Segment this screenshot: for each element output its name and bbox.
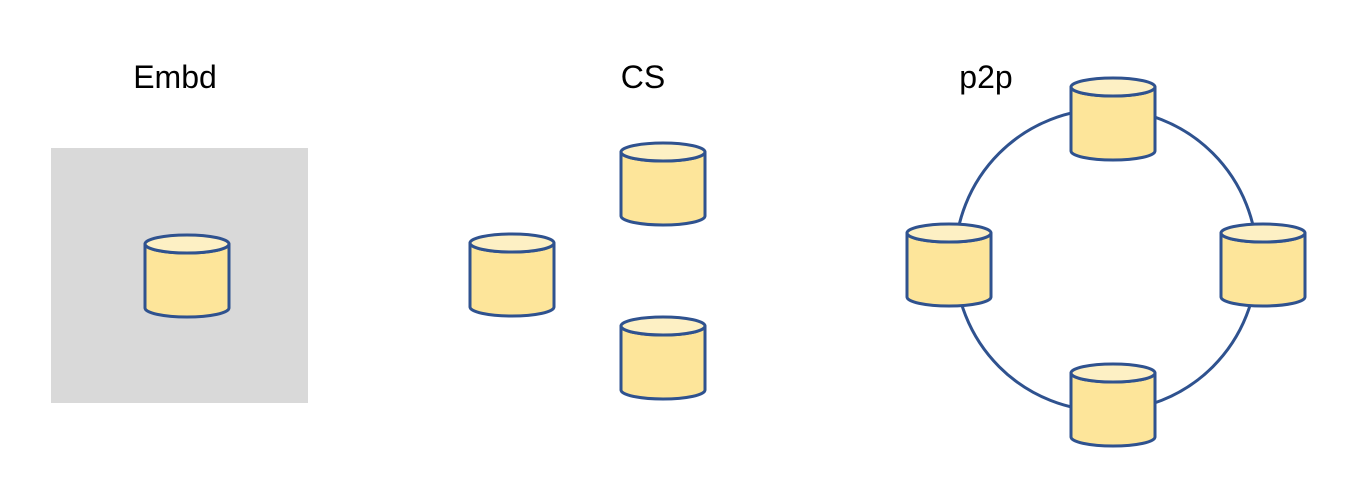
panel-embedded: Embd [51, 59, 308, 403]
panel-title-client-server: CS [621, 59, 665, 95]
database-cylinder-icon [619, 315, 707, 401]
cylinder-body [1219, 232, 1307, 308]
cylinder-top [905, 222, 993, 244]
cylinder-top [143, 233, 231, 255]
database-cylinder-icon [468, 232, 556, 318]
cylinder-body [619, 151, 707, 227]
cylinder-body [1069, 372, 1157, 448]
database-cylinder-icon [905, 222, 993, 308]
panel-title-peer-to-peer: p2p [959, 59, 1012, 95]
panel-title-embedded: Embd [133, 59, 217, 95]
cylinder-body [143, 243, 231, 319]
cylinder-body [905, 232, 993, 308]
panel-client-server: CS [468, 59, 707, 401]
cylinder-top [468, 232, 556, 254]
cylinder-top [1219, 222, 1307, 244]
cylinder-body [1069, 86, 1157, 162]
database-cylinder-icon [1069, 76, 1157, 162]
database-cylinder-icon [619, 141, 707, 227]
cylinder-body [468, 242, 556, 318]
cylinder-top [619, 141, 707, 163]
database-cylinder-icon [1069, 362, 1157, 448]
cylinder-top [619, 315, 707, 337]
database-cylinder-icon [143, 233, 231, 319]
database-cylinder-icon [1219, 222, 1307, 308]
cylinder-top [1069, 362, 1157, 384]
cylinder-body [619, 325, 707, 401]
cylinder-top [1069, 76, 1157, 98]
panel-peer-to-peer: p2p [905, 59, 1307, 448]
